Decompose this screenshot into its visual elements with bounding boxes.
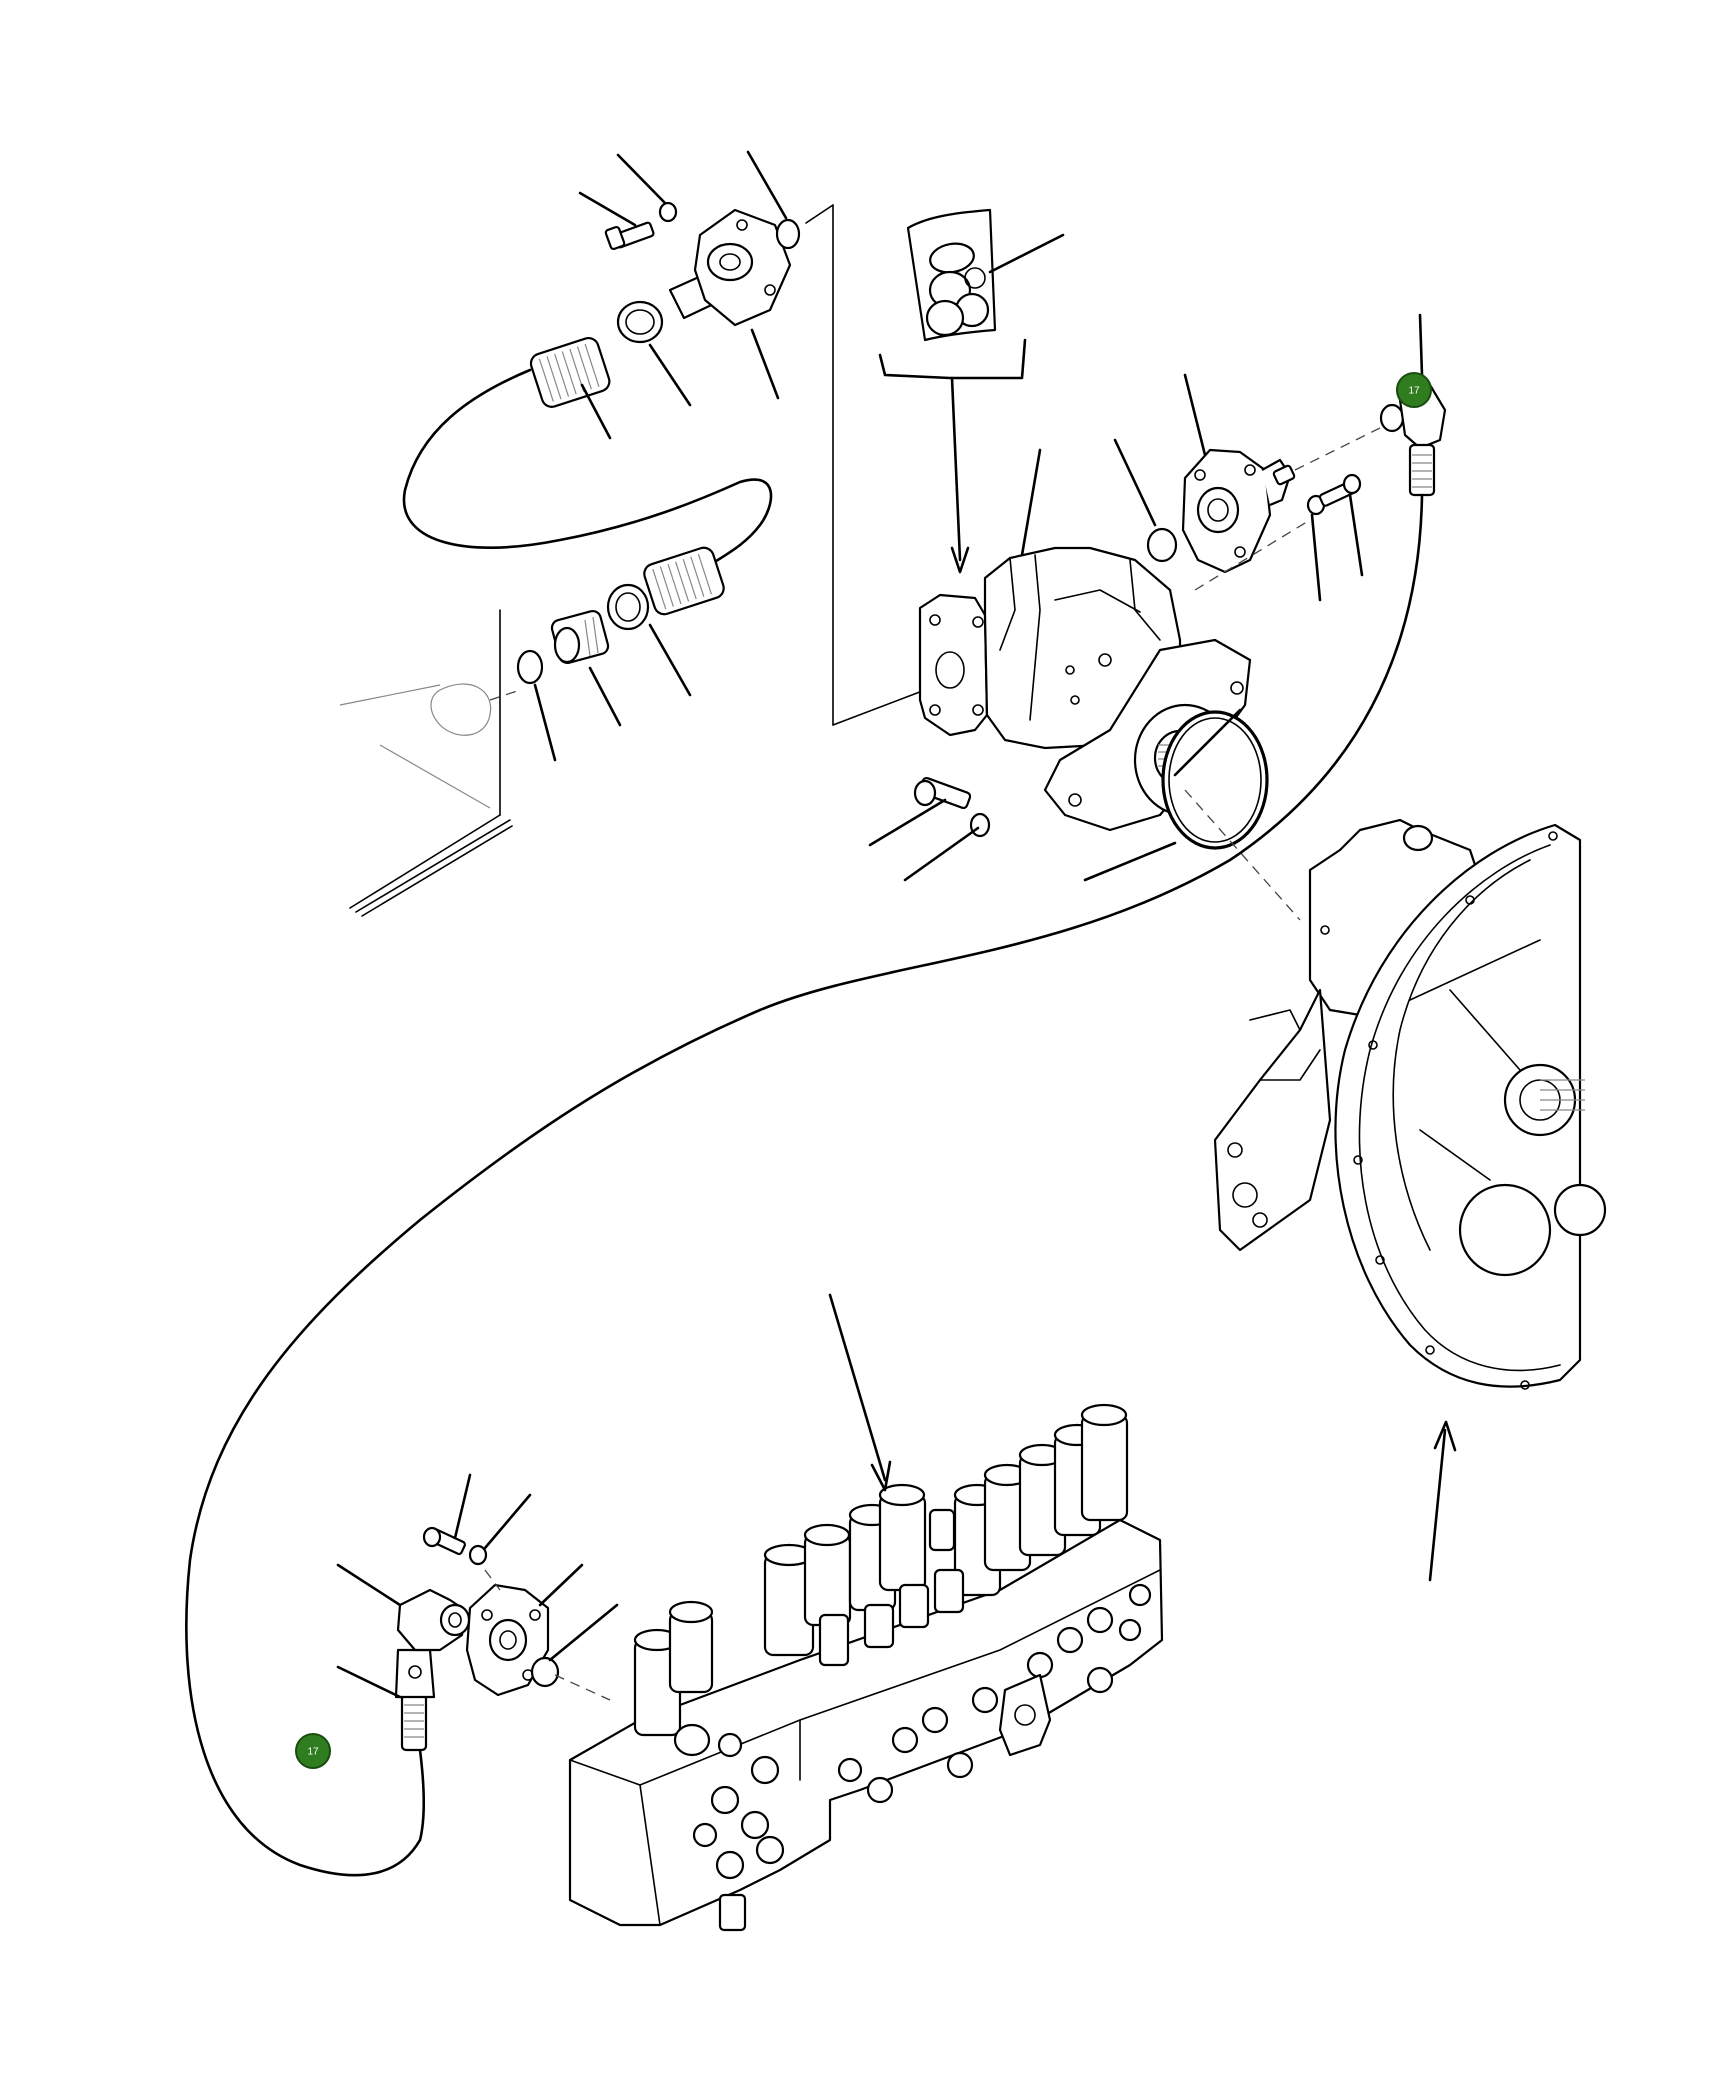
pump-washer: [969, 812, 991, 838]
washer-upper-left: [658, 201, 678, 223]
callout-label: 17: [307, 1747, 319, 1758]
callout-label: 17: [1408, 386, 1420, 397]
valve-bottom-fitting: [718, 1893, 747, 1932]
pressure-bolt: [1318, 473, 1362, 507]
o-ring-lower-right: [530, 1656, 560, 1688]
hose-sleeve-upper: [529, 337, 611, 408]
pump-bolt: [913, 776, 972, 810]
hose-ferrule-lower: [400, 1693, 428, 1752]
bolt-lower: [422, 1526, 466, 1556]
engine-flywheel-housing: [1213, 818, 1607, 1582]
valve-side-block: [998, 1673, 1052, 1757]
suction-hose: [402, 368, 773, 567]
hose-sleeve-lower: [643, 546, 725, 616]
hose-elbow-lower: [396, 1588, 467, 1652]
frame-lines: [339, 204, 926, 917]
leader-lines-suction: [533, 150, 788, 762]
pressure-hose-lower-end: [336, 1473, 619, 1752]
gear-pump: [868, 448, 1301, 921]
suction-fitting-lower: [550, 609, 610, 665]
seal-kit: [878, 208, 1065, 574]
pump-o-ring-large: [1161, 710, 1269, 850]
control-valve: [568, 1293, 1164, 1932]
washer-lower: [468, 1544, 488, 1566]
pump-port-flange: [918, 593, 989, 737]
valve-ports: [692, 1583, 1152, 1880]
valve-spools: [633, 1403, 1129, 1737]
hose-clamp-lower: [606, 583, 650, 631]
high-pressure-hose: [185, 493, 1424, 1877]
callout-17-lower[interactable]: 17: [295, 1733, 331, 1769]
plug-cap: [430, 683, 492, 736]
bolt-upper-left: [604, 221, 655, 251]
relief-valves: [673, 1508, 965, 1757]
o-ring-upper: [775, 218, 801, 250]
pressure-hose-upper-end: [1379, 313, 1447, 497]
pressure-o-ring: [1146, 527, 1178, 563]
callout-17-upper[interactable]: 17: [1396, 372, 1432, 408]
suction-hose-assembly: [402, 150, 801, 762]
hose-clamp-upper: [616, 300, 664, 344]
pressure-flange-assembly: [1113, 373, 1381, 602]
hose-nut-upper: [1379, 403, 1405, 433]
o-ring-lower-left: [516, 649, 544, 685]
hose-nut-lower: [394, 1648, 436, 1699]
valve-body: [568, 1518, 1164, 1927]
kit-bracket: [878, 338, 1027, 380]
